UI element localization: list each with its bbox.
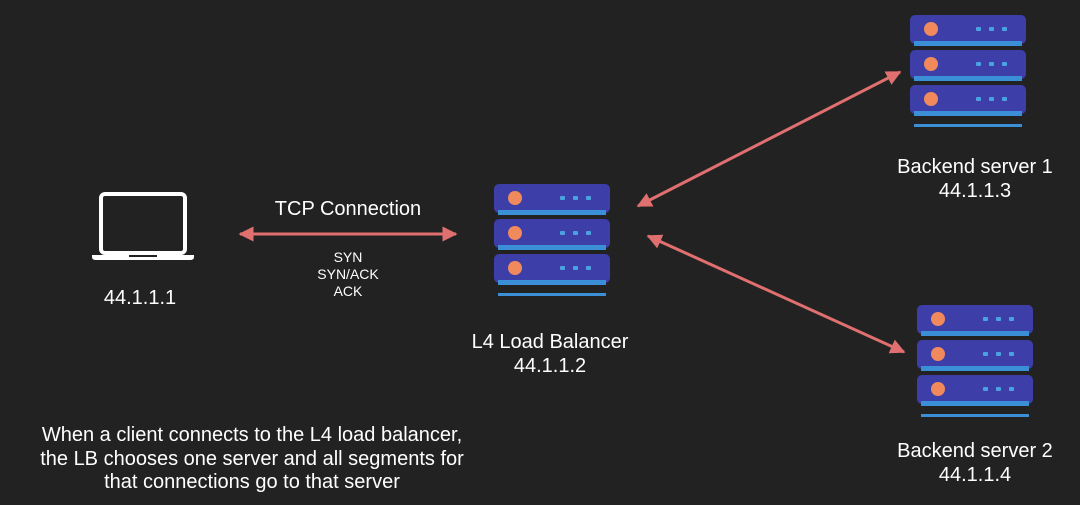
lb-backend2-arrow bbox=[646, 234, 906, 354]
handshake-step-syn: SYN bbox=[333, 249, 363, 265]
load-balancer-label: L4 Load Balancer 44.1.1.2 bbox=[440, 331, 660, 378]
tcp-connection-title: TCP Connection bbox=[274, 198, 422, 220]
handshake-steps: SYN SYN/ACK ACK bbox=[298, 249, 398, 299]
backend-server-2-name: Backend server 2 bbox=[897, 440, 1053, 462]
backend-server-1-label: Backend server 1 44.1.1.3 bbox=[870, 156, 1080, 203]
note-line: that connections go to that server bbox=[104, 471, 400, 494]
backend-server-2-label: Backend server 2 44.1.1.4 bbox=[870, 440, 1080, 487]
load-balancer-name: L4 Load Balancer bbox=[471, 331, 629, 353]
backend-server-1-ip: 44.1.1.3 bbox=[938, 179, 1012, 202]
handshake-step-synack: SYN/ACK bbox=[317, 265, 379, 282]
lb-backend1-arrow bbox=[636, 70, 902, 208]
backend-server-1-icon bbox=[910, 15, 1026, 127]
backend-server-2-icon bbox=[917, 305, 1033, 417]
handshake-step-ack: ACK bbox=[333, 282, 363, 299]
explanation-note: When a client connects to the L4 load ba… bbox=[0, 424, 504, 495]
load-balancer-ip: 44.1.1.2 bbox=[513, 354, 587, 377]
load-balancer-server-icon bbox=[494, 184, 610, 296]
note-line: When a client connects to the L4 load ba… bbox=[41, 424, 463, 446]
note-line: the LB chooses one server and all segmen… bbox=[40, 447, 464, 470]
backend-server-2-ip: 44.1.1.4 bbox=[938, 463, 1012, 486]
backend-server-1-name: Backend server 1 bbox=[897, 156, 1053, 178]
laptop-icon bbox=[92, 192, 194, 260]
client-ip-label: 44.1.1.1 bbox=[103, 287, 177, 309]
